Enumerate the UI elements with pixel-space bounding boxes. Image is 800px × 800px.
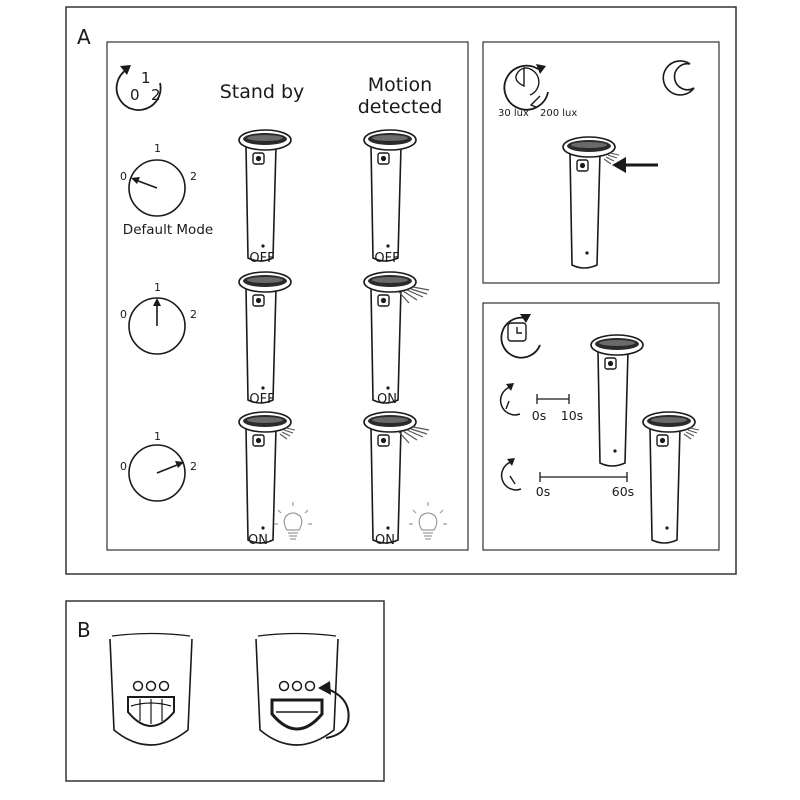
- timer-short-end: 10s: [561, 408, 583, 423]
- standby-state: OFF: [249, 251, 274, 266]
- selector-dial-icon: [128, 297, 186, 355]
- dial-label-0: 0: [120, 308, 127, 321]
- dial-label-1: 1: [154, 281, 161, 294]
- dial-label-2: 2: [190, 308, 197, 321]
- default-mode-label: Default Mode: [123, 222, 213, 238]
- sensor-head-cover-rotating: [255, 632, 350, 746]
- dial-label-2: 2: [190, 170, 197, 183]
- selector-knob-icon: [158, 680, 170, 692]
- bollard-lamp-icon: [238, 129, 292, 262]
- timer-panel: 0s 10s 0s 60s: [482, 302, 720, 551]
- mode-row-0: 0 1 2 Default Mode OFF OFF: [120, 129, 417, 266]
- bollard-lamp-icon: [363, 411, 417, 544]
- mode-cycle-icon: 0 1 2: [115, 65, 162, 111]
- bollard-lamp-icon: [363, 271, 417, 404]
- small-dial-icon: [500, 458, 522, 491]
- lux-dial-icon: [503, 64, 549, 111]
- light-sensor-panel: 30 lux 200 lux: [482, 41, 720, 284]
- selector-dial-icon: [128, 444, 186, 502]
- dial-label-1: 1: [154, 142, 161, 155]
- bollard-lamp-icon: [642, 411, 696, 544]
- timer-icon: [500, 314, 541, 359]
- bollard-lamp-icon: [238, 411, 292, 544]
- mode-icon-digit-1: 1: [141, 69, 151, 87]
- standby-state: ON: [248, 533, 268, 548]
- light-sensor-panel-frame: [482, 41, 720, 284]
- bollard-lamp-icon: [363, 129, 417, 262]
- timer-panel-frame: [482, 302, 720, 551]
- timer-short-start: 0s: [532, 408, 546, 423]
- bollard-lamp-icon: [590, 334, 644, 467]
- light-bulb-icon: [273, 501, 313, 540]
- dial-label-0: 0: [120, 460, 127, 473]
- panel-b-label: B: [77, 618, 91, 642]
- light-bulb-icon: [408, 501, 448, 540]
- mode-icon-digit-2: 2: [151, 86, 161, 104]
- modes-panel-frame: [106, 41, 469, 551]
- dial-label-2: 2: [190, 460, 197, 473]
- selector-knob-icon: [278, 680, 290, 692]
- panel-a-label: A: [77, 25, 91, 49]
- col-motion-header-line2: detected: [358, 96, 443, 118]
- selector-knob-icon: [304, 680, 316, 692]
- panel-a-frame: [65, 6, 737, 575]
- motion-state: ON: [377, 392, 397, 407]
- small-dial-icon: [499, 383, 521, 416]
- dial-label-0: 0: [120, 170, 127, 183]
- selector-dial-icon: [128, 159, 186, 217]
- mode-icon-digit-0: 0: [130, 86, 140, 104]
- bollard-lamp-icon: [238, 271, 292, 404]
- timer-long-row: 0s 60s: [500, 458, 634, 499]
- col-motion-header-line1: Motion: [368, 74, 432, 96]
- modes-panel: 0 1 2 Stand by Motion detected 0 1 2 Def…: [106, 41, 469, 551]
- rotate-arrow-icon: [318, 681, 350, 739]
- panel-b: B: [65, 600, 385, 782]
- arrow-icon: [612, 157, 658, 173]
- selector-knob-icon: [145, 680, 157, 692]
- col-standby-header: Stand by: [220, 81, 305, 103]
- selector-knob-icon: [291, 680, 303, 692]
- sensor-head-cover-closed: [109, 632, 193, 746]
- motion-state: ON: [375, 533, 395, 548]
- mode-row-1: 0 1 2 OFF ON: [120, 271, 430, 407]
- standby-state: OFF: [249, 392, 274, 407]
- timer-short-row: 0s 10s: [499, 383, 583, 423]
- moon-icon: [662, 60, 695, 96]
- motion-state: OFF: [374, 251, 399, 266]
- selector-knob-icon: [132, 680, 144, 692]
- bollard-lamp-icon: [562, 136, 616, 269]
- dial-label-1: 1: [154, 430, 161, 443]
- lux-min-label: 30 lux: [498, 108, 529, 119]
- timer-long-end: 60s: [612, 484, 634, 499]
- lux-max-label: 200 lux: [540, 108, 577, 119]
- panel-a: A 0 1 2 Stand by Motion detected: [65, 6, 737, 575]
- mode-row-2: 0 1 2 ON ON: [120, 411, 448, 548]
- timer-long-start: 0s: [536, 484, 550, 499]
- panel-b-frame: [65, 600, 385, 782]
